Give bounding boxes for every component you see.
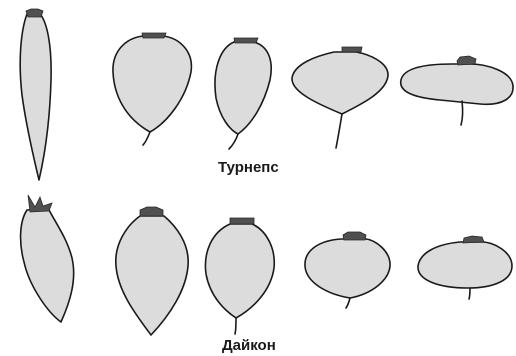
daikon-group: Дайкон (21, 195, 512, 354)
daikon-root-5 (418, 236, 512, 299)
daikon-root-3-body (205, 224, 274, 318)
turnip-root-3 (215, 38, 271, 149)
turnip-root-5-crown (457, 56, 476, 65)
daikon-root-3-tail (235, 318, 236, 334)
daikon-root-1 (21, 195, 74, 322)
daikon-root-4 (305, 232, 390, 308)
turnip-group: Турнепс (20, 9, 513, 180)
turnip-root-2-tail (143, 132, 150, 145)
turnip-root-1-crown (26, 9, 43, 17)
daikon-root-4-crown (343, 232, 366, 240)
turnip-caption: Турнепс (218, 159, 279, 176)
turnip-root-4-body (292, 52, 388, 114)
turnip-root-5-tail (461, 101, 463, 125)
turnip-root-4 (292, 47, 388, 148)
daikon-root-2 (116, 207, 188, 335)
daikon-root-3-crown (230, 218, 254, 224)
turnip-root-3-crown (234, 38, 258, 43)
turnip-root-4-crown (342, 47, 362, 52)
daikon-root-1-crown (28, 195, 52, 212)
daikon-root-1-body (21, 208, 74, 322)
turnip-root-2 (113, 33, 191, 145)
turnip-root-5-body (401, 64, 513, 104)
daikon-root-5-body (418, 242, 512, 288)
turnip-root-5 (401, 56, 513, 125)
daikon-root-2-body (116, 216, 188, 335)
daikon-root-2-crown (140, 207, 163, 216)
turnip-root-4-tail (336, 114, 342, 148)
turnip-root-3-tail (229, 134, 238, 149)
daikon-root-4-tail (346, 298, 350, 308)
turnip-root-3-body (215, 42, 271, 134)
daikon-caption: Дайкон (222, 337, 276, 354)
daikon-root-4-body (305, 239, 390, 298)
turnip-root-2-body (113, 36, 191, 132)
daikon-root-5-tail (469, 288, 470, 299)
turnip-root-2-crown (142, 33, 166, 38)
turnip-root-1 (20, 9, 51, 180)
turnip-root-1-body (20, 14, 51, 180)
daikon-root-3 (205, 218, 274, 334)
daikon-root-5-crown (463, 236, 484, 243)
